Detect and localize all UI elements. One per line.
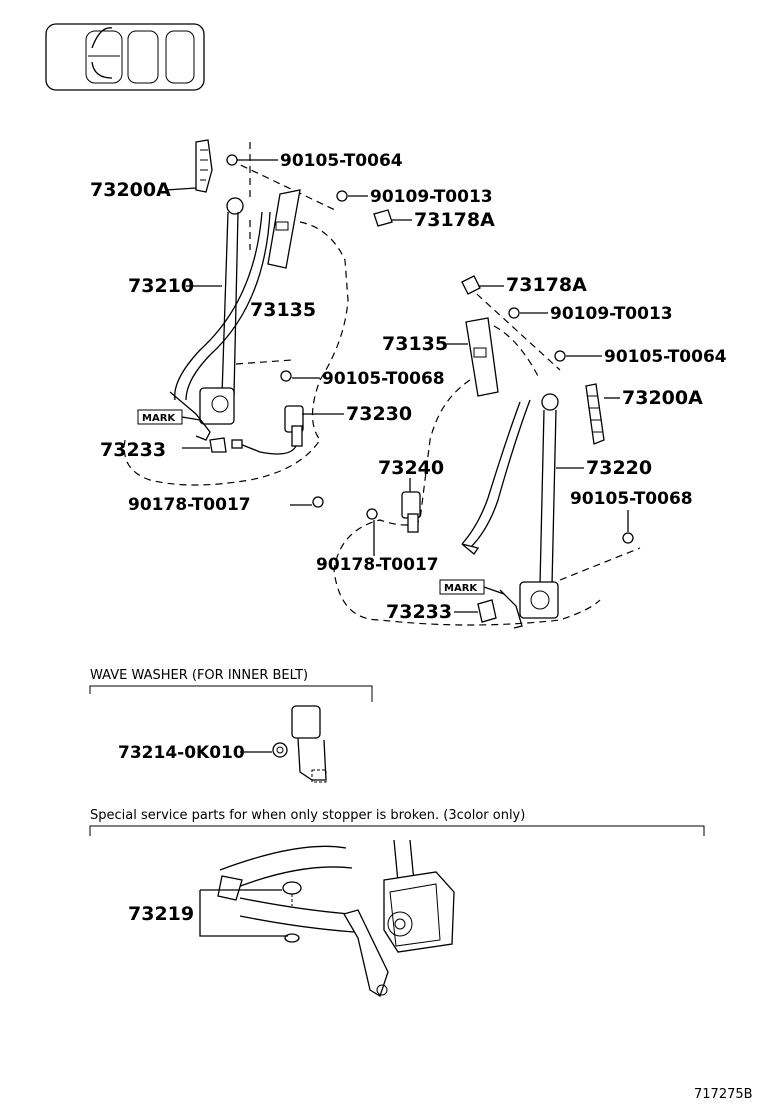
right-buckle-bolt <box>366 508 378 556</box>
right-cover <box>461 275 504 295</box>
left-top-bolt <box>226 154 278 166</box>
stopper-service-section: Special service parts for when only stop… <box>89 808 705 997</box>
left-stopper <box>182 437 227 453</box>
callout-right-adjuster: 73200A <box>622 387 703 409</box>
callout-right-stopper: 73233 <box>386 601 452 623</box>
right-seat-outline <box>333 285 641 626</box>
callout-left-adjuster: 73200A <box>90 179 171 201</box>
right-buckle <box>401 478 421 533</box>
right-anchor-bolt <box>508 307 548 319</box>
right-mark-label: MARK <box>439 579 505 595</box>
callout-stopper-service: 73219 <box>128 903 194 925</box>
callout-right-cover: 73178A <box>506 274 587 296</box>
callout-left-buckle-bolt: 90178-T0017 <box>128 495 251 515</box>
right-adjuster <box>585 383 620 445</box>
left-trim <box>267 189 301 269</box>
right-mark-text: MARK <box>444 583 478 594</box>
left-belt <box>169 197 271 441</box>
right-top-bolt <box>554 350 602 362</box>
left-buckle <box>231 405 344 455</box>
callout-left-top-bolt: 90105-T0064 <box>280 151 403 171</box>
right-stopper <box>454 599 497 623</box>
callout-right-anchor-bolt: 90109-T0013 <box>550 304 673 324</box>
callout-right-lower-bolt: 90105-T0068 <box>570 489 693 509</box>
wave-washer-title: WAVE WASHER (FOR INNER BELT) <box>90 668 308 683</box>
left-mark-text: MARK <box>142 413 176 424</box>
callout-left-anchor-bolt: 90109-T0013 <box>370 187 493 207</box>
wave-washer-section: WAVE WASHER (FOR INNER BELT) <box>89 668 373 783</box>
left-seat-outline <box>123 142 349 486</box>
callout-left-cover: 73178A <box>414 209 495 231</box>
callout-right-buckle-bolt: 90178-T0017 <box>316 555 439 575</box>
callout-left-buckle: 73230 <box>346 403 412 425</box>
callout-right-belt: 73220 <box>586 457 652 479</box>
callout-left-lower-bolt: 90105-T0068 <box>322 369 445 389</box>
right-belt <box>461 393 584 629</box>
right-lower-bolt <box>622 510 634 544</box>
callout-wave-washer: 73214-0K010 <box>118 743 245 763</box>
diagram-id: 717275B <box>694 1087 753 1102</box>
callout-right-top-bolt: 90105-T0064 <box>604 347 727 367</box>
left-buckle-bolt <box>290 496 324 508</box>
left-cover <box>373 209 412 227</box>
left-adjuster <box>195 139 213 193</box>
left-lower-bolt <box>235 359 320 382</box>
left-anchor-bolt <box>336 190 368 202</box>
callout-left-belt: 73210 <box>128 275 194 297</box>
left-mark-label: MARK <box>137 409 201 425</box>
callout-right-trim: 73135 <box>382 333 448 355</box>
callout-left-trim: 73135 <box>250 299 316 321</box>
vehicle-location-indicator <box>45 23 205 91</box>
right-trim <box>446 317 499 397</box>
callout-right-buckle: 73240 <box>378 457 444 479</box>
stopper-section-title: Special service parts for when only stop… <box>90 808 525 823</box>
callout-left-stopper: 73233 <box>100 439 166 461</box>
